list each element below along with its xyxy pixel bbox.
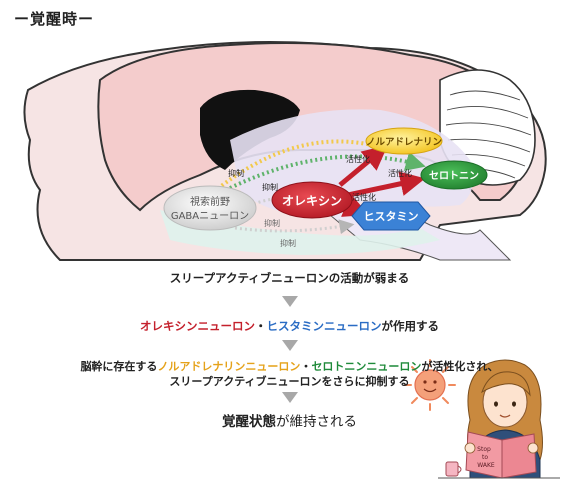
sun-icon bbox=[404, 359, 456, 411]
flow-arrow-3 bbox=[282, 392, 298, 403]
book-text-1: Stop bbox=[477, 446, 491, 453]
flow-step-2: オレキシンニューロン・ヒスタミンニューロンが作用する bbox=[0, 318, 579, 334]
vlpo-node bbox=[163, 185, 257, 231]
noradrenaline-label: ノルアドレナリン bbox=[366, 137, 442, 148]
flow-step-3-sep: ・ bbox=[300, 360, 312, 373]
orexin-label: オレキシン bbox=[282, 194, 342, 208]
flow-step-3-head: 脳幹に存在する bbox=[80, 360, 158, 373]
ventricle bbox=[200, 89, 300, 170]
flow-step-3-noradrenaline: ノルアドレナリンニューロン bbox=[157, 360, 301, 373]
edge-label-activate-3: 活性化 bbox=[352, 192, 376, 202]
serotonin-label: セロトニン bbox=[429, 170, 479, 182]
vlpo-label-1: 視索前野 bbox=[190, 195, 230, 208]
flow-step-2-histamine: ヒスタミンニューロン bbox=[266, 319, 382, 333]
flow-step-2-sep: ・ bbox=[255, 319, 267, 333]
histamine-node bbox=[351, 201, 431, 231]
edge-label-inhibit-3: 抑制 bbox=[264, 218, 280, 228]
book-text-2: to bbox=[482, 454, 488, 461]
page-title: ー覚醒時ー bbox=[14, 10, 95, 28]
noradrenaline-node bbox=[365, 127, 443, 155]
book-text-3: WAKE bbox=[477, 462, 495, 469]
flow-step-3-tail: が活性化され、 bbox=[421, 360, 499, 373]
histamine-label: ヒスタミン bbox=[364, 210, 419, 223]
flow-step-2-orexin: オレキシンニューロン bbox=[140, 319, 255, 333]
flow-step-3-serotonin: セロトニンニューロン bbox=[311, 360, 422, 373]
flow-arrow-1 bbox=[282, 296, 298, 307]
serotonin-node bbox=[420, 160, 488, 190]
flow-step-4-state: 覚醒状態 bbox=[222, 414, 276, 430]
flow-arrow-2 bbox=[282, 340, 298, 351]
edge-label-inhibit-4: 抑制 bbox=[280, 238, 296, 248]
edge-label-activate-1: 活性化 bbox=[346, 154, 370, 164]
flow-step-3: 脳幹に存在するノルアドレナリンニューロン・セロトニンニューロンが活性化され、 bbox=[0, 358, 579, 374]
edge-label-inhibit-1: 抑制 bbox=[228, 168, 244, 178]
edge-label-inhibit-2: 抑制 bbox=[262, 182, 278, 192]
flow-step-1: スリープアクティブニューロンの活動が弱まる bbox=[169, 271, 410, 285]
flow-step-3-line2: スリープアクティブニューロンをさらに抑制する bbox=[169, 375, 410, 388]
flow-step-2-tail: が作用する bbox=[381, 319, 440, 333]
orexin-node bbox=[271, 181, 353, 219]
edge-label-activate-2: 活性化 bbox=[388, 168, 412, 178]
flow-step-4-tail: が維持される bbox=[276, 414, 357, 430]
girl-illustration: Stop to WAKE bbox=[438, 359, 560, 479]
vlpo-label-2: GABAニューロン bbox=[171, 211, 249, 222]
hypothalamus-band bbox=[160, 210, 440, 255]
flow-step-4: 覚醒状態が維持される bbox=[0, 410, 579, 430]
